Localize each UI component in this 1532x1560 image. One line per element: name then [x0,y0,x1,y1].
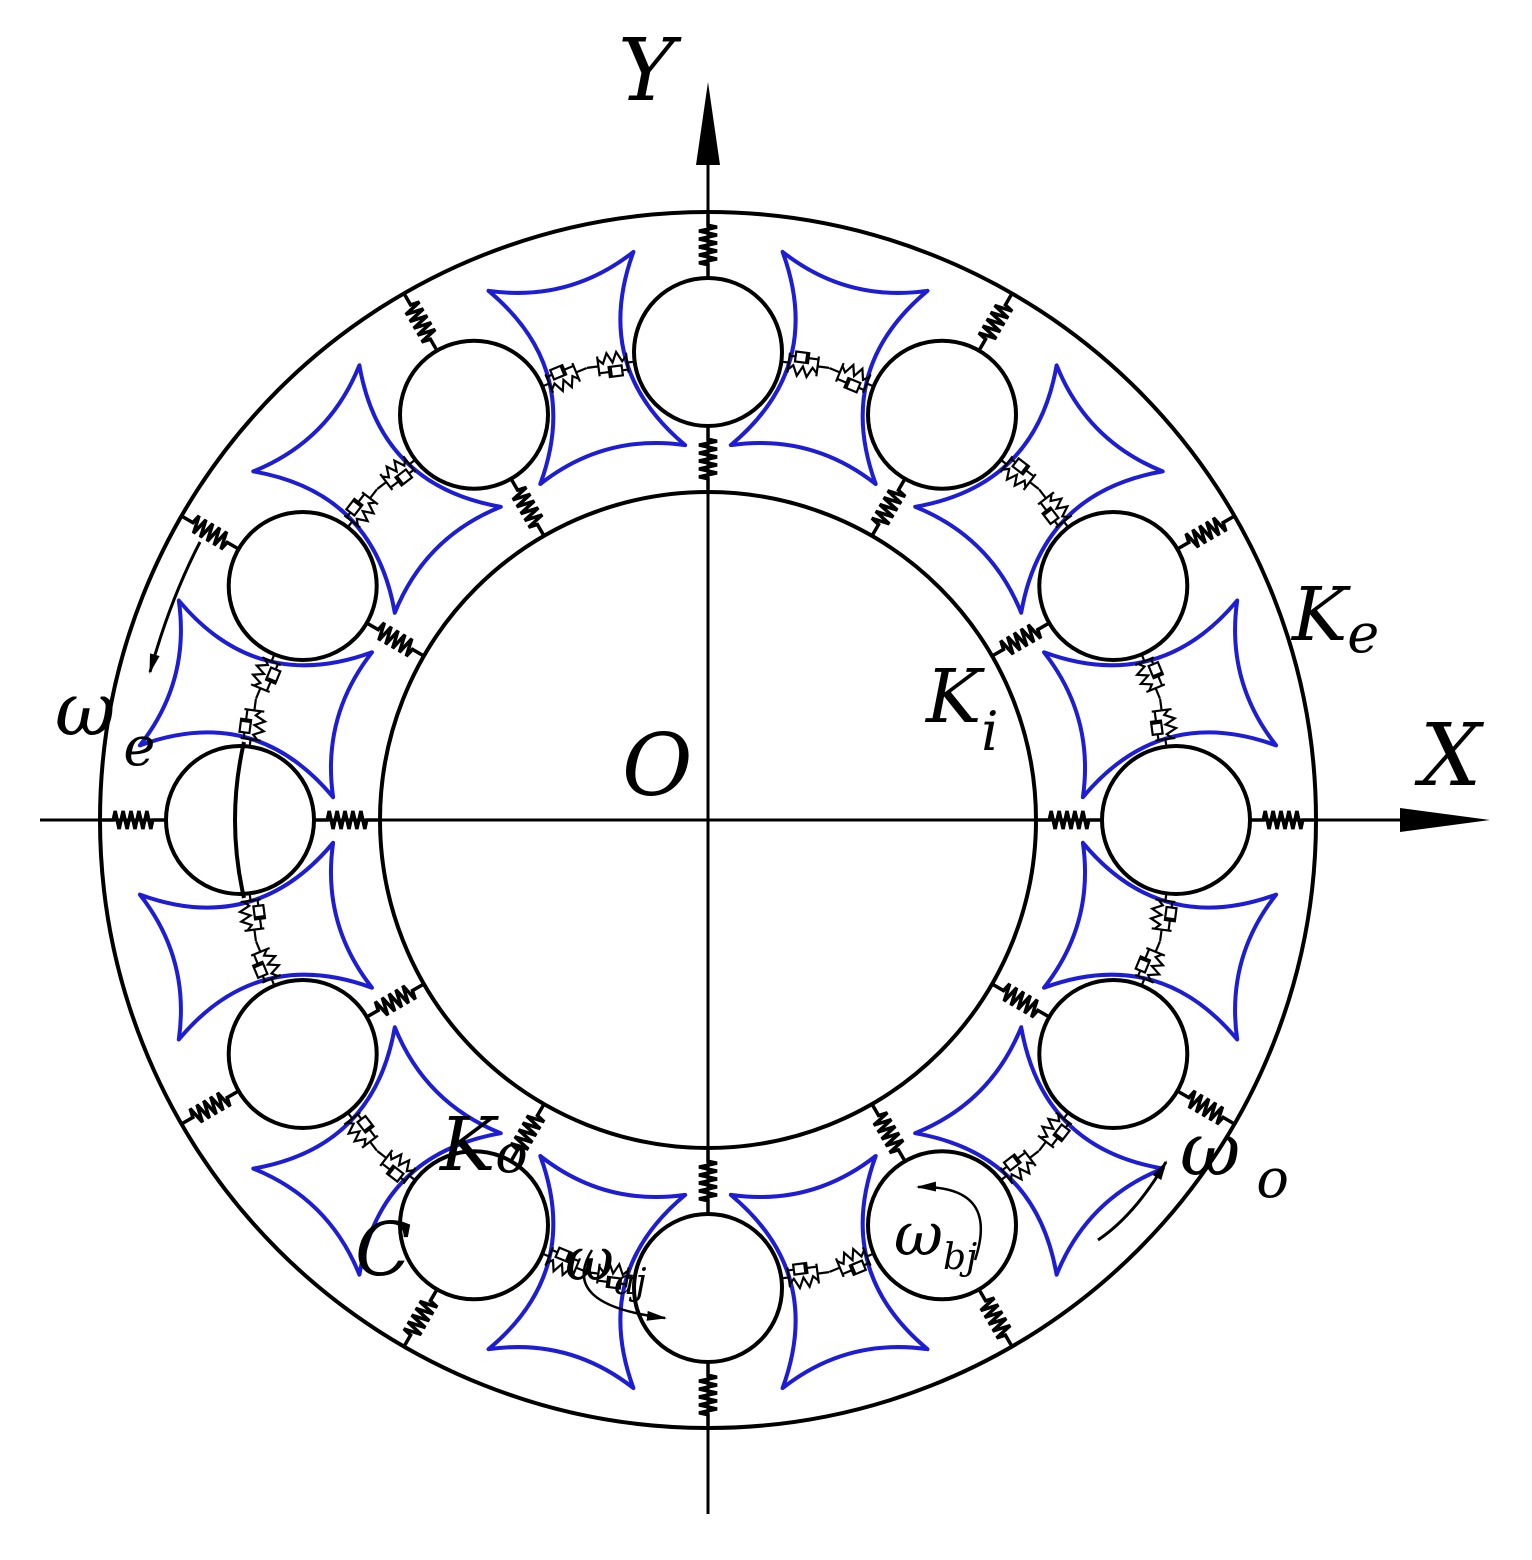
outer-ring-spring [977,292,1014,352]
ball [632,1212,784,1364]
cage-pocket [1042,598,1279,800]
ball-a-rotation-arrow [582,1249,667,1321]
y-axis-arrow [696,82,720,165]
ball-b-speed-sub: bj [943,1237,977,1278]
cage-pocket [251,363,503,615]
outer-ring-spring [1250,810,1316,830]
outer-ring-spring [1176,1089,1236,1126]
cage-pocket-group [137,249,1279,1391]
cage-pocket [251,1025,503,1277]
cage-pocket [728,249,930,486]
ball [632,276,784,428]
inner-ring-spring [991,982,1051,1019]
inner-ring-spring [365,982,425,1019]
cage-speed-sub: o [1256,1147,1289,1210]
ball-split-line [233,741,246,899]
ball [398,338,550,491]
cage-pocket [486,1154,688,1391]
ball-b-speed-symbol: ω [894,1200,943,1270]
ball-a-speed-symbol: ω [565,1225,614,1295]
outer-ring-spring [698,212,718,278]
inner-ring-spring [991,621,1051,658]
inner-ring-spring [870,1103,907,1163]
cage-pocket [728,1154,930,1391]
cage-stiffness-symbol: K [438,1102,499,1188]
cage-speed-symbol: ω [1180,1107,1240,1193]
outer-ring-spring [100,810,166,830]
inner-ring-spring [365,621,425,658]
outer-speed-symbol: ω [55,667,115,753]
ball [226,978,379,1130]
ball [866,338,1018,491]
outer-ring-spring [180,1089,240,1126]
outer-speed-sub: e [123,715,155,778]
damping-label: C [355,1207,412,1293]
y-axis-label: Y [618,21,682,121]
ball-group [164,276,1252,1364]
outer-ring-spring [402,1288,439,1348]
inner-ring-spring [870,477,907,537]
outer-ring-rotation-arrow [148,541,202,674]
outer-ring-spring [977,1288,1014,1348]
ball [1037,978,1190,1130]
cage-pocket [913,363,1165,615]
cage-pocket [486,249,688,486]
inner-stiffness-label: Ki [924,654,999,763]
outer-ring-spring [1176,514,1236,551]
inner-stiffness-sub: i [981,700,998,763]
inner-ring-spring [509,1103,546,1163]
x-axis-arrow [1400,808,1490,832]
outer-ring-spring [698,1362,718,1428]
inner-ring-spring [314,810,380,830]
ball-a-speed-sub: aj [614,1262,647,1303]
ball [398,1149,550,1302]
outer-stiffness-sub: e [1347,602,1379,665]
inner-ring-spring [509,477,546,537]
ball-a-speed-label: ωaj [565,1225,647,1303]
ball [1100,744,1252,896]
cage-pocket [137,598,374,800]
outer-ring-spring [402,292,439,352]
outer-stiffness-label: Ke [1290,572,1379,665]
ball-b-speed-label: ωbj [894,1200,977,1278]
cage-pocket [137,840,374,1042]
cage-pocket [1042,840,1279,1042]
x-axis-label: X [1414,706,1485,806]
ball [1037,510,1190,662]
origin-label: O [622,716,693,816]
outer-ring-spring [180,514,240,551]
inner-stiffness-symbol: K [924,654,985,740]
ball [866,1149,1018,1302]
ball [164,744,316,896]
inner-ring-spring [698,1148,718,1214]
outer-stiffness-symbol: K [1290,572,1351,658]
inner-ring-spring [698,426,718,492]
ball-b-rotation-arrow [916,1181,983,1261]
inner-ring-spring [1036,810,1102,830]
cage-stiffness-label: Ko [438,1102,528,1188]
spring-group [100,212,1316,1428]
cage-rotation-arrow [1097,1160,1168,1242]
ball [226,510,379,662]
cage-stiffness-sub: o [495,1122,528,1185]
